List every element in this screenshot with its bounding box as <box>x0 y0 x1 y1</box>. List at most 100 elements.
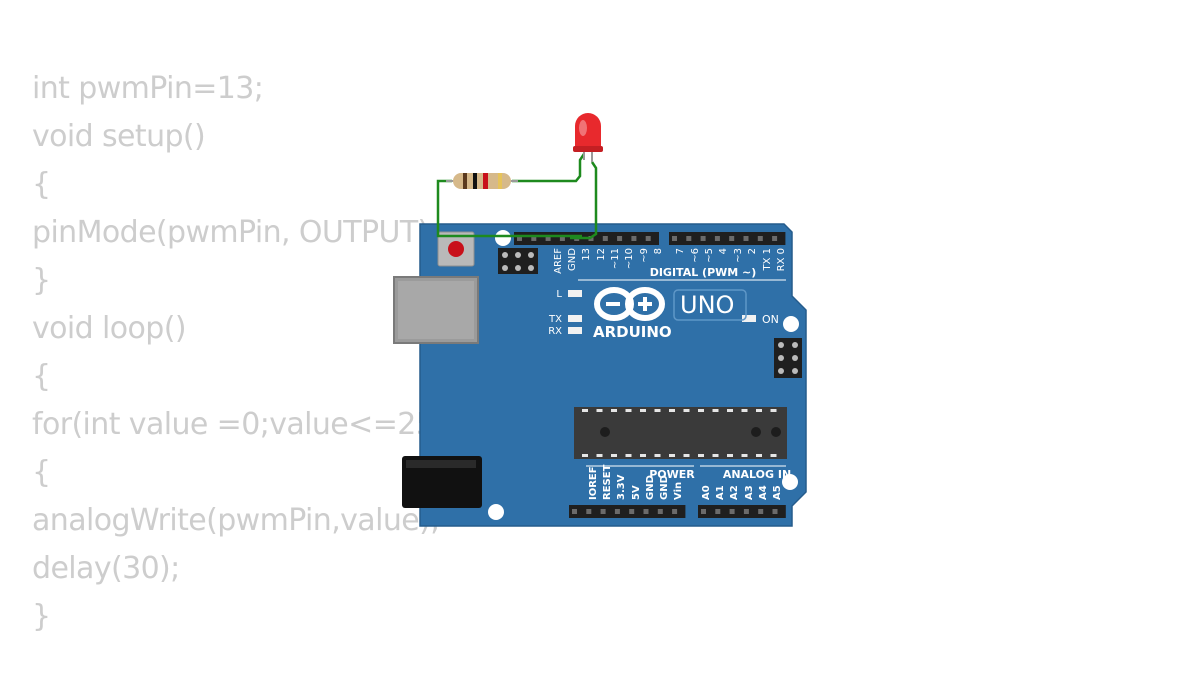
header-pin <box>700 236 706 241</box>
header-pin <box>545 236 551 241</box>
icsp-header-2 <box>774 338 802 378</box>
header-pin <box>600 509 606 514</box>
code-line-4: pinMode(pwmPin, OUTPUT); <box>32 215 439 250</box>
header-pin <box>701 509 706 514</box>
digital-pin-label: RX 0 <box>776 248 787 271</box>
header-pin <box>758 509 764 514</box>
digital-pin-label: AREF <box>553 248 564 274</box>
analog-header <box>698 505 786 518</box>
digital-pin-label: ~10 <box>624 248 635 269</box>
code-line-11: delay(30); <box>32 551 180 586</box>
power-pin-label: Vin <box>673 482 684 500</box>
code-line-7: { <box>32 359 51 394</box>
wire-resistor-to-led <box>512 153 586 183</box>
usb-connector <box>393 276 479 344</box>
header-pin <box>714 236 720 241</box>
digital-pin-label: 4 <box>718 248 729 254</box>
digital-header <box>514 232 786 245</box>
header-pin <box>643 509 649 514</box>
led-label-l: L <box>556 289 562 300</box>
analog-pin-label: A3 <box>744 485 755 500</box>
mounting-hole <box>488 504 504 520</box>
power-pin-label: GND <box>659 475 670 500</box>
led-label-rx: RX <box>548 326 562 337</box>
power-jack <box>402 456 482 508</box>
mounting-hole <box>783 316 799 332</box>
icsp-header <box>498 248 538 274</box>
header-pin <box>672 236 677 241</box>
analog-pin-label: A5 <box>772 485 783 500</box>
digital-pin-label: 8 <box>653 248 664 254</box>
code-line-6: void loop() <box>32 311 187 346</box>
power-pin-label: RESET <box>602 464 613 500</box>
header-pin <box>614 509 620 514</box>
header-pin <box>772 509 778 514</box>
header-pin <box>645 236 651 241</box>
header-pin <box>586 509 592 514</box>
digital-pin-label: 12 <box>596 248 607 261</box>
led-label-on: ON <box>762 313 779 326</box>
mounting-hole <box>495 230 511 246</box>
digital-pin-label: GND <box>567 248 578 271</box>
digital-pin-label: 13 <box>581 248 592 261</box>
header-pin <box>729 236 735 241</box>
header-pin <box>743 236 749 241</box>
digital-pin-label: TX 1 <box>762 248 773 272</box>
resistor <box>446 173 518 189</box>
digital-pin-label: ~6 <box>690 248 701 263</box>
led-label-tx: TX <box>548 314 562 325</box>
digital-pin-label: 7 <box>675 248 686 254</box>
model-badge <box>673 289 747 321</box>
code-line-5: } <box>32 263 51 298</box>
header-pin <box>631 236 637 241</box>
header-pin <box>517 236 522 241</box>
header-pin <box>559 236 565 241</box>
power-pin-label: IOREF <box>588 466 599 500</box>
header-pin <box>715 509 721 514</box>
code-line-1: int pwmPin=13; <box>32 71 264 106</box>
header-pin <box>743 509 749 514</box>
mounting-hole <box>782 474 798 490</box>
analog-header-label: ANALOG IN <box>723 468 791 481</box>
header-pin <box>602 236 608 241</box>
analog-pin-label: A4 <box>758 485 769 500</box>
red-led <box>573 113 603 162</box>
digital-pin-label: ~11 <box>610 248 621 269</box>
digital-pin-label: ~3 <box>733 248 744 263</box>
board-leds: L TX RX ON <box>548 289 779 337</box>
microcontroller-chip <box>574 407 787 459</box>
analog-pin-label: A0 <box>701 485 712 500</box>
header-pin <box>672 509 678 514</box>
code-line-12: } <box>32 599 51 634</box>
header-pin <box>772 236 778 241</box>
digital-pin-label: 2 <box>747 248 758 254</box>
digital-pin-label: ~9 <box>639 248 650 263</box>
header-pin <box>757 236 763 241</box>
code-line-2: void setup() <box>32 119 206 154</box>
header-pin <box>686 236 692 241</box>
digital-pin-label: ~5 <box>704 248 715 263</box>
digital-header-label: DIGITAL (PWM ~) <box>650 266 757 279</box>
code-line-3: { <box>32 167 51 202</box>
arduino-logo <box>594 287 665 321</box>
analog-pin-label: A1 <box>715 485 726 500</box>
power-header-label: POWER <box>649 468 695 481</box>
wire-led-to-gnd <box>570 161 598 240</box>
power-pin-label: GND <box>645 475 656 500</box>
code-line-9: { <box>32 455 51 490</box>
power-pin-label: 3.3V <box>616 474 627 500</box>
wire-resistor-to-pin13 <box>436 179 582 238</box>
header-pin <box>617 236 623 241</box>
header-pin <box>657 509 663 514</box>
header-pin <box>531 236 537 241</box>
code-line-10: analogWrite(pwmPin,value); <box>32 503 440 538</box>
header-pin <box>572 509 577 514</box>
analog-pin-label: A2 <box>729 485 740 500</box>
power-header <box>569 505 686 518</box>
model-label: UNO <box>680 291 734 319</box>
header-pin <box>629 509 635 514</box>
